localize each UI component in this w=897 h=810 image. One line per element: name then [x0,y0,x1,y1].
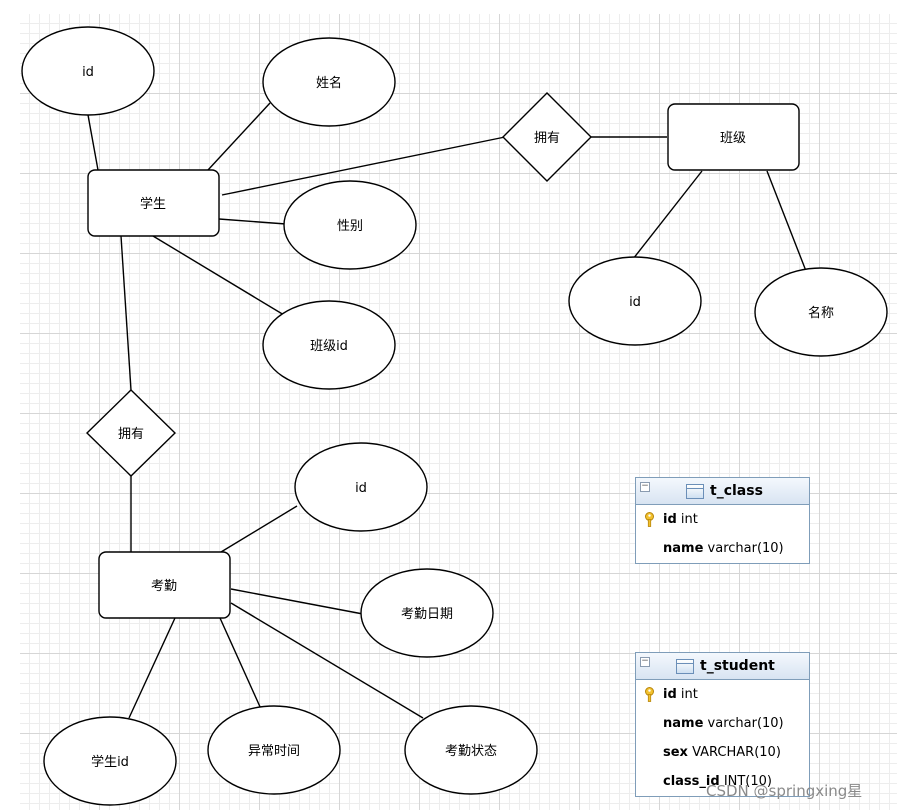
column-name: sex [663,745,688,760]
edge-student-id [87,114,99,171]
edge-attendance-abnormal [219,617,262,710]
edge-student-relation [221,136,506,196]
key-icon [645,687,654,702]
table-title: t_student [700,658,775,674]
relationship-student-attendance[interactable]: 拥有 [85,389,177,477]
svg-text:姓名: 姓名 [316,75,342,91]
table-icon [676,659,694,674]
edge-student-name [207,102,271,171]
attribute-attendance-status[interactable]: 考勤状态 [404,705,538,795]
table-row[interactable]: sex VARCHAR(10) [636,738,809,767]
edge-student-classid [152,235,290,319]
column-type: INT(10) [723,774,772,789]
svg-text:考勤: 考勤 [151,579,177,594]
svg-text:id: id [355,481,367,496]
attribute-class-name[interactable]: 名称 [754,267,888,357]
column-type: varchar(10) [707,716,784,731]
table-title: t_class [710,483,763,499]
table-row[interactable]: id int [636,505,809,534]
svg-text:异常时间: 异常时间 [248,744,300,759]
attribute-attendance-date[interactable]: 考勤日期 [360,568,494,658]
edge-attendance-id [220,505,298,553]
key-icon [645,512,654,527]
connector-lines [87,102,807,719]
table-header[interactable]: − t_class [636,478,809,505]
attribute-class-id[interactable]: id [568,256,702,346]
svg-text:性别: 性别 [337,219,363,234]
relationship-student-class[interactable]: 拥有 [502,92,592,182]
table-row[interactable]: id int [636,680,809,709]
column-name: id [663,687,677,702]
edge-class-id [632,170,703,260]
table-t-student[interactable]: − t_student id int name varchar(10) sex … [635,652,810,797]
svg-text:拥有: 拥有 [534,131,560,146]
table-row[interactable]: class_id INT(10) [636,767,809,796]
svg-text:班级id: 班级id [310,339,348,354]
table-header[interactable]: − t_student [636,653,809,680]
attribute-student-id[interactable]: id [21,26,155,116]
svg-text:班级: 班级 [720,131,746,146]
svg-text:id: id [82,65,94,80]
table-row[interactable]: name varchar(10) [636,534,809,563]
svg-text:考勤状态: 考勤状态 [445,744,497,759]
column-name: id [663,512,677,527]
attribute-attendance-id[interactable]: id [294,442,428,532]
svg-text:学生: 学生 [140,196,166,212]
column-name: name [663,541,704,556]
svg-text:学生id: 学生id [91,754,129,770]
edge-class-name [766,170,807,272]
collapse-icon[interactable]: − [640,656,650,667]
column-name: class_id [663,774,720,789]
svg-text:id: id [629,295,641,310]
attribute-student-class-id[interactable]: 班级id [262,300,396,390]
column-type: int [680,687,698,702]
edge-attendance-studentid [128,617,176,719]
edge-student-relation2 [120,235,132,391]
svg-text:名称: 名称 [808,305,834,321]
table-row[interactable]: name varchar(10) [636,709,809,738]
entity-student[interactable]: 学生 [87,169,220,237]
watermark: CSDN @springxing星 [706,782,863,800]
edge-attendance-date [230,588,364,615]
edge-attendance-status [230,602,424,719]
table-t-class[interactable]: − t_class id int name varchar(10) [635,477,810,564]
attribute-attendance-student-id[interactable]: 学生id [43,716,177,806]
attribute-student-name[interactable]: 姓名 [262,37,396,127]
svg-text:拥有: 拥有 [118,427,144,442]
column-type: int [680,512,698,527]
column-type: varchar(10) [707,541,784,556]
collapse-icon[interactable]: − [640,481,650,492]
attribute-attendance-abnormal-time[interactable]: 异常时间 [207,705,341,795]
edge-student-gender [218,218,287,225]
table-icon [686,484,704,499]
attribute-student-gender[interactable]: 性别 [283,180,417,270]
column-name: name [663,716,704,731]
entity-class[interactable]: 班级 [667,103,800,171]
svg-text:考勤日期: 考勤日期 [401,607,453,622]
column-type: VARCHAR(10) [692,745,781,760]
entity-attendance[interactable]: 考勤 [98,551,231,619]
